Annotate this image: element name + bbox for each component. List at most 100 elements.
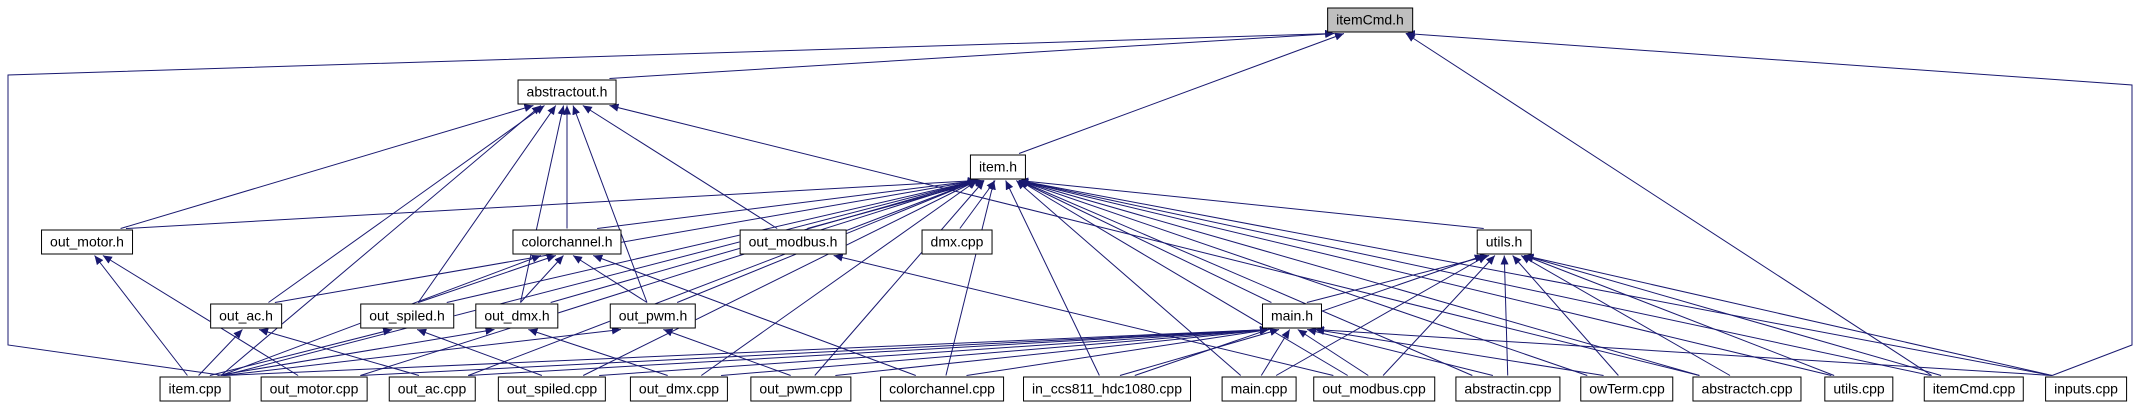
edge-abstractch_cpp-to-abstractout_h	[609, 103, 1700, 376]
edge-inputs_cpp-to-utils_h	[1524, 253, 2053, 376]
edge-out_modbus_h-to-abstractout_h	[582, 105, 778, 229]
edge-out_pwm_h-to-abstractout_h	[572, 105, 648, 303]
edge-out_modbus_cpp-to-out_modbus_h	[833, 253, 1334, 376]
edge-abstractin_cpp-to-main_h	[1306, 327, 1494, 376]
graph-node-abstractout_h[interactable]: abstractout.h	[517, 79, 617, 105]
graph-node-out_pwm_h[interactable]: out_pwm.h	[609, 303, 697, 329]
edge-out_dmx_h-to-colorchannel_h	[520, 255, 564, 303]
graph-node-out_spiled_cpp[interactable]: out_spiled.cpp	[497, 376, 607, 402]
edge-itemCmd_cpp-to-itemCmd_h	[1405, 33, 1932, 376]
edge-itemCmd_cpp-to-utils_h	[1524, 254, 1942, 376]
edge-utils_cpp-to-item_h	[1018, 178, 1832, 376]
graph-node-itemCmd_h[interactable]: itemCmd.h	[1327, 7, 1413, 33]
edge-item_cpp-to-itemCmd_h	[7, 29, 1335, 376]
edge-item_cpp-to-out_dmx_h	[217, 327, 495, 376]
edge-out_motor_cpp-to-out_motor_h	[102, 255, 299, 376]
edge-in_ccs811_cpp-to-item_h	[1005, 180, 1100, 376]
edge-out_modbus_cpp-to-utils_h	[1382, 255, 1496, 376]
graph-node-dmx_cpp[interactable]: dmx.cpp	[921, 229, 993, 255]
edge-out_pwm_h-to-colorchannel_h	[572, 255, 648, 303]
edge-item_cpp-to-out_pwm_h	[223, 326, 621, 376]
graph-node-colorchannel_cpp[interactable]: colorchannel.cpp	[880, 376, 1004, 402]
graph-node-out_modbus_cpp[interactable]: out_modbus.cpp	[1313, 376, 1435, 402]
edge-main_h-to-utils_h	[1306, 253, 1490, 303]
edge-out_pwm_cpp-to-out_pwm_h	[663, 328, 791, 376]
graph-node-out_ac_h[interactable]: out_ac.h	[210, 303, 282, 329]
edge-out_motor_cpp-to-main_h	[360, 325, 1270, 376]
graph-node-utils_h[interactable]: utils.h	[1476, 229, 1532, 255]
edge-main_cpp-to-utils_h	[1275, 255, 1488, 376]
graph-node-out_dmx_cpp[interactable]: out_dmx.cpp	[629, 376, 729, 402]
edge-utils_h-to-item_h	[1019, 177, 1484, 229]
graph-node-out_spiled_h[interactable]: out_spiled.h	[360, 303, 454, 329]
edge-out_spiled_h-to-abstractout_h	[417, 105, 557, 303]
graph-node-item_cpp[interactable]: item.cpp	[159, 376, 231, 402]
edge-out_motor_h-to-abstractout_h	[120, 104, 534, 229]
edge-out_ac_h-to-item_h	[274, 178, 978, 303]
graph-node-in_ccs811_cpp[interactable]: in_ccs811_hdc1080.cpp	[1023, 376, 1191, 402]
edge-in_ccs811_cpp-to-main_h	[1119, 328, 1280, 376]
graph-node-out_motor_h[interactable]: out_motor.h	[41, 229, 133, 255]
edge-out_spiled_cpp-to-main_h	[599, 326, 1270, 376]
edge-out_ac_cpp-to-main_h	[468, 326, 1270, 376]
edge-colorchannel_h-to-item_h	[597, 177, 978, 229]
graph-node-owTerm_cpp[interactable]: owTerm.cpp	[1580, 376, 1674, 402]
edge-inputs_cpp-to-main_h	[1314, 326, 2053, 376]
edge-main_cpp-to-item_h	[1015, 180, 1242, 376]
edge-out_ac_h-to-abstractout_h	[268, 105, 545, 303]
edge-out_spiled_cpp-to-out_spiled_h	[416, 328, 543, 376]
graph-node-out_dmx_h[interactable]: out_dmx.h	[475, 303, 559, 329]
edge-out_spiled_h-to-colorchannel_h	[418, 254, 556, 303]
graph-node-itemCmd_cpp[interactable]: itemCmd.cpp	[1923, 376, 2025, 402]
edge-out_spiled_h-to-item_h	[446, 178, 978, 303]
edge-item_cpp-to-abstractout_h	[220, 105, 542, 376]
edge-abstractin_cpp-to-item_h	[1018, 180, 1473, 376]
edge-item_cpp-to-out_motor_h	[94, 255, 188, 376]
graph-node-main_cpp[interactable]: main.cpp	[1221, 376, 1297, 402]
edge-out_pwm_cpp-to-main_h	[835, 326, 1270, 376]
edge-colorchannel_cpp-to-main_h	[966, 326, 1270, 376]
edge-owTerm_cpp-to-item_h	[1018, 179, 1588, 376]
edge-out_motor_h-to-item_h	[125, 177, 977, 229]
edge-abstractin_cpp-to-utils_h	[1500, 255, 1509, 376]
edge-out_dmx_cpp-to-main_h	[721, 326, 1270, 376]
edge-out_modbus_cpp-to-item_h	[1018, 180, 1348, 376]
edge-owTerm_cpp-to-utils_h	[1512, 255, 1619, 376]
edge-out_motor_cpp-to-item_h	[360, 179, 978, 376]
edge-inputs_cpp-to-item_h	[1018, 178, 2053, 376]
graph-node-abstractch_cpp[interactable]: abstractch.cpp	[1692, 376, 1802, 402]
edge-itemCmd_cpp-to-item_h	[1018, 178, 1931, 376]
edge-out_spiled_cpp-to-item_h	[582, 180, 978, 376]
edge-abstractout_h-to-itemCmd_h	[609, 30, 1335, 79]
graph-node-out_modbus_h[interactable]: out_modbus.h	[739, 229, 847, 255]
edge-abstractch_cpp-to-item_h	[1018, 179, 1700, 376]
edge-out_modbus_cpp-to-main_h	[1297, 329, 1369, 376]
graph-node-out_pwm_cpp[interactable]: out_pwm.cpp	[750, 376, 852, 402]
graph-node-inputs_cpp[interactable]: inputs.cpp	[2045, 376, 2127, 402]
edge-item_h-to-itemCmd_h	[1018, 32, 1345, 154]
edge-main_h-to-item_h	[1018, 180, 1272, 303]
graph-node-main_h[interactable]: main.h	[1261, 303, 1323, 329]
graph-node-out_motor_cpp[interactable]: out_motor.cpp	[260, 376, 368, 402]
graph-node-utils_cpp[interactable]: utils.cpp	[1824, 376, 1894, 402]
edge-item_cpp-to-out_ac_h	[198, 329, 243, 376]
edge-abstractch_cpp-to-utils_h	[1520, 255, 1731, 376]
edge-out_ac_cpp-to-out_ac_h	[258, 328, 420, 376]
graph-node-colorchannel_h[interactable]: colorchannel.h	[512, 229, 622, 255]
edge-item_cpp-to-item_h	[223, 178, 978, 376]
edge-inputs_cpp-to-itemCmd_h	[1405, 30, 2133, 376]
graph-node-item_h[interactable]: item.h	[969, 154, 1027, 180]
edge-main_cpp-to-main_h	[1260, 329, 1291, 376]
edge-item_cpp-to-main_h	[223, 325, 1270, 376]
edge-owTerm_cpp-to-main_h	[1314, 326, 1604, 376]
graph-node-abstractin_cpp[interactable]: abstractin.cpp	[1455, 376, 1561, 402]
edge-utils_cpp-to-utils_h	[1524, 255, 1835, 376]
graph-node-out_ac_cpp[interactable]: out_ac.cpp	[388, 376, 476, 402]
edge-out_dmx_h-to-abstractout_h	[520, 105, 566, 303]
edge-item_cpp-to-out_spiled_h	[209, 327, 393, 376]
edge-colorchannel_cpp-to-colorchannel_h	[593, 254, 916, 376]
edge-out_ac_cpp-to-item_h	[468, 179, 978, 376]
edge-out_pwm_cpp-to-item_h	[814, 180, 985, 376]
